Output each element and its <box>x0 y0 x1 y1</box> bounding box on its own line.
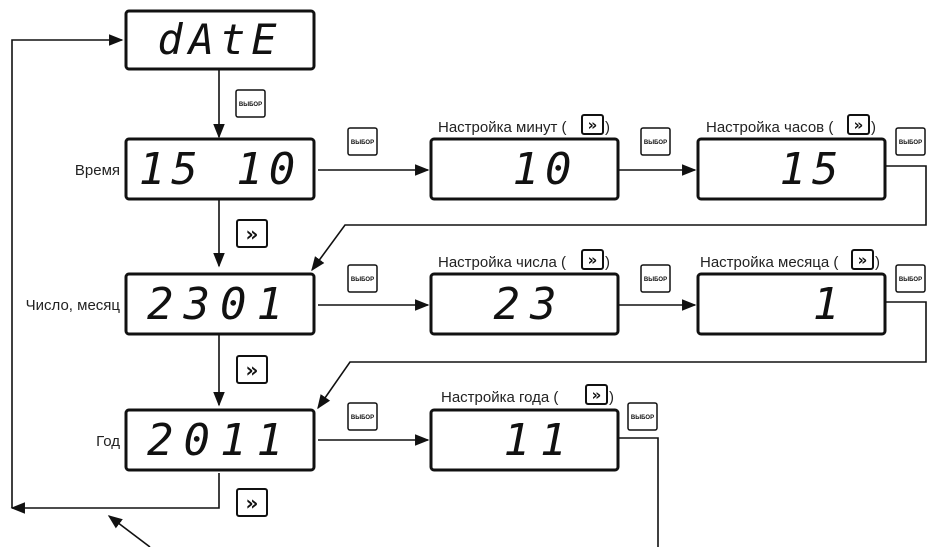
setting-label-hours-close: ) <box>871 119 876 136</box>
next-button[interactable]: » <box>847 114 870 135</box>
display-hours: 15 <box>696 137 887 201</box>
row-label-year: Год <box>96 433 120 450</box>
select-button[interactable]: ВЫБОР <box>347 127 378 156</box>
select-button[interactable]: ВЫБОР <box>640 264 671 293</box>
display-datemonth-value: 2301 <box>147 279 293 330</box>
display-month-value: 1 <box>813 279 840 330</box>
display-year-value: 2011 <box>147 415 293 466</box>
next-button-label: » <box>858 251 868 269</box>
next-button-label: » <box>246 358 259 382</box>
display-yearshort-value: 11 <box>504 415 577 466</box>
next-button[interactable]: » <box>581 249 604 270</box>
select-button[interactable]: ВЫБОР <box>235 89 266 118</box>
setting-label-year-close: ) <box>609 389 614 406</box>
next-button[interactable]: » <box>851 249 874 270</box>
row-label-time: Время <box>75 162 120 179</box>
select-button-label: ВЫБОР <box>631 415 654 421</box>
setting-label-hours-text: Настройка часов ( <box>706 119 833 136</box>
setting-label-day-close: ) <box>605 254 610 271</box>
select-button-label: ВЫБОР <box>351 140 374 146</box>
display-yearshort: 11 <box>429 408 620 472</box>
display-time-value: 15 10 <box>139 144 301 195</box>
next-button[interactable]: » <box>581 114 604 135</box>
select-button-label: ВЫБОР <box>644 277 667 283</box>
setting-label-month: Настройка месяца ( » ) <box>700 249 880 271</box>
select-button[interactable]: ВЫБОР <box>895 127 926 156</box>
display-minutes: 10 <box>429 137 620 201</box>
arrow-yearshort-down <box>618 437 659 547</box>
setting-label-year-text: Настройка года ( <box>441 389 558 406</box>
flow-lines <box>10 34 927 547</box>
select-button[interactable]: ВЫБОР <box>895 264 926 293</box>
display-day: 23 <box>429 272 620 336</box>
setting-label-minutes: Настройка минут ( » ) <box>438 114 610 136</box>
display-hours-value: 15 <box>780 144 845 195</box>
next-button-label: » <box>588 251 598 269</box>
display-date-value: dAtE <box>157 15 282 64</box>
setting-label-minutes-close: ) <box>605 119 610 136</box>
next-button[interactable]: » <box>236 488 268 517</box>
next-button-label: » <box>246 491 259 515</box>
next-button-label: » <box>588 116 598 134</box>
select-button[interactable]: ВЫБОР <box>347 402 378 431</box>
setting-label-hours: Настройка часов ( » ) <box>706 114 876 136</box>
display-datemonth: 2301 <box>124 272 316 336</box>
display-minutes-value: 10 <box>513 144 578 195</box>
next-button-label: » <box>854 116 864 134</box>
next-button-label: » <box>592 386 602 404</box>
setting-label-day-text: Настройка числа ( <box>438 254 566 271</box>
select-button-label: ВЫБОР <box>351 415 374 421</box>
display-date: dAtE <box>124 9 316 71</box>
display-day-value: 23 <box>494 279 567 330</box>
select-button-label: ВЫБОР <box>239 102 262 108</box>
arrow-hours-return <box>311 165 927 272</box>
next-button-label: » <box>246 222 259 246</box>
select-button-label: ВЫБОР <box>351 277 374 283</box>
arrow-loop-to-date <box>11 34 124 508</box>
setting-label-month-close: ) <box>875 254 880 271</box>
arrow-year-exit <box>10 473 220 514</box>
display-year: 2011 <box>124 408 316 472</box>
next-button[interactable]: » <box>236 219 268 248</box>
next-button[interactable]: » <box>585 384 608 405</box>
setting-label-month-text: Настройка месяца ( <box>700 254 838 271</box>
setting-label-minutes-text: Настройка минут ( <box>438 119 567 136</box>
setting-label-year: Настройка года ( » ) <box>441 384 614 406</box>
next-button[interactable]: » <box>236 355 268 384</box>
display-month: 1 <box>696 272 887 336</box>
select-button[interactable]: ВЫБОР <box>627 402 658 431</box>
select-button-label: ВЫБОР <box>899 140 922 146</box>
select-button-label: ВЫБОР <box>644 140 667 146</box>
arrow-month-return <box>317 301 927 410</box>
select-button-label: ВЫБОР <box>899 277 922 283</box>
setting-label-day: Настройка числа ( » ) <box>438 249 610 271</box>
display-time: 15 10 <box>124 137 316 201</box>
arrow-yearshort-return <box>107 515 151 547</box>
row-label-datemonth: Число, месяц <box>26 297 121 314</box>
select-button[interactable]: ВЫБОР <box>640 127 671 156</box>
select-button[interactable]: ВЫБОР <box>347 264 378 293</box>
